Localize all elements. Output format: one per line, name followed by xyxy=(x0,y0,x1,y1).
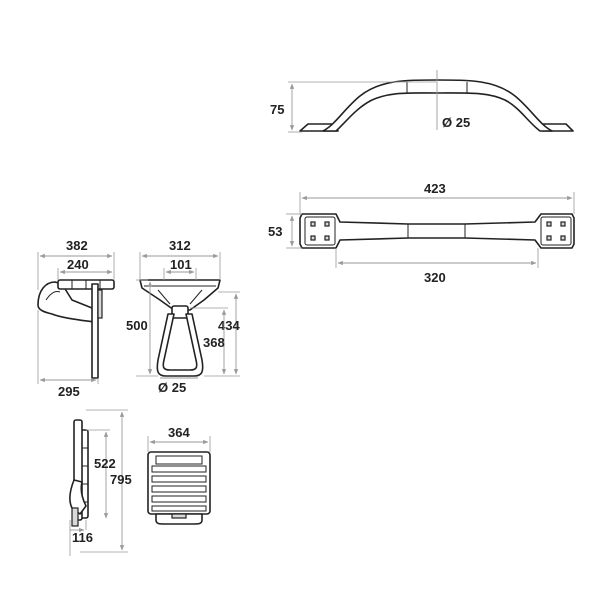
seat-folded-total-height-label: 795 xyxy=(110,472,132,487)
seat-folded-top-height-label: 522 xyxy=(94,456,116,471)
seat-side-view: 382 240 295 xyxy=(37,238,115,399)
seat-front-height-label: 500 xyxy=(126,318,148,333)
seat-front-diameter-label: Ø 25 xyxy=(158,380,186,395)
grab-bar-diameter-label: Ø 25 xyxy=(442,115,470,130)
grab-bar-centers-label: 320 xyxy=(424,270,446,285)
seat-folded-depth-label: 116 xyxy=(72,530,93,545)
seat-folded-view: 522 795 116 xyxy=(69,409,132,556)
seat-front-top-height-label: 434 xyxy=(218,318,240,333)
seat-top-width-label: 364 xyxy=(168,425,190,440)
seat-front-width-label: 312 xyxy=(169,238,191,253)
grab-bar-depth-label: 53 xyxy=(268,224,282,239)
grab-bar-top-view: 423 53 320 xyxy=(268,181,575,285)
seat-side-width-label: 382 xyxy=(66,238,88,253)
seat-top-view: 364 xyxy=(147,425,211,525)
seat-front-leg-height-label: 368 xyxy=(203,335,225,350)
seat-side-depth-label: 295 xyxy=(58,384,80,399)
seat-side-inner-width-label: 240 xyxy=(67,257,89,272)
grab-bar-height-label: 75 xyxy=(270,102,284,117)
grab-bar-length-label: 423 xyxy=(424,181,446,196)
seat-front-view: 312 101 500 434 368 Ø 25 xyxy=(126,238,240,395)
seat-front-inner-width-label: 101 xyxy=(170,257,192,272)
grab-bar-side-view: 75 Ø 25 xyxy=(270,70,574,133)
